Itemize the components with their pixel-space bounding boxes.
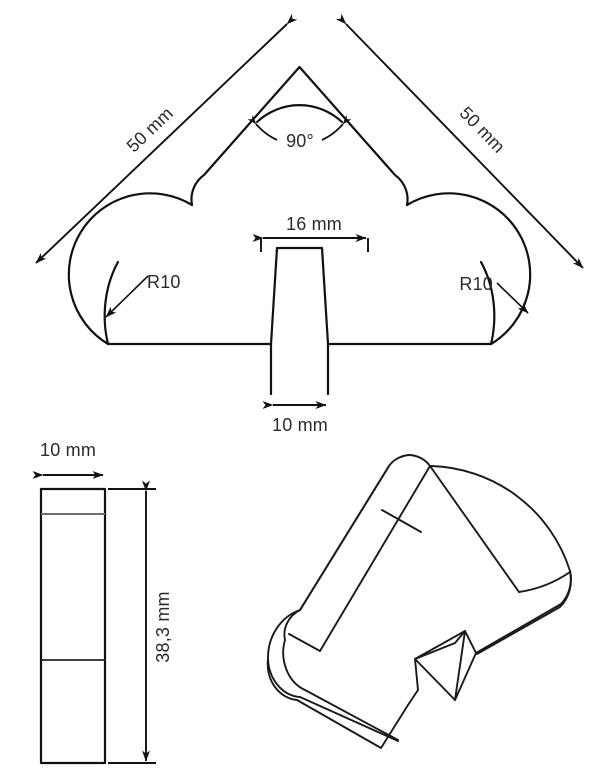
dim-label-10mm-slot: 10 mm (272, 415, 328, 435)
top-view-left-fillet-arc (103, 260, 120, 346)
iso-nose-outer-silhouette (476, 570, 572, 655)
callout-r10-right: R10 (459, 274, 529, 314)
iso-right-apex-curve (518, 571, 571, 593)
leader-line-r10-right (496, 282, 529, 314)
angle-arc-left (247, 114, 278, 141)
top-view-right-fillet-arc (479, 260, 496, 346)
angle-arc-right (321, 114, 352, 141)
dimension-right-50mm: 50 mm (335, 13, 584, 269)
top-view: 50 mm 50 mm 90° 16 mm (35, 13, 584, 435)
dim-label-38-3mm: 38,3 mm (153, 591, 173, 662)
iso-top-face-fill (300, 452, 584, 639)
isometric-view (266, 452, 584, 749)
iso-upper-left-thickness-edge (381, 509, 422, 533)
callout-r10-left: R10 (105, 272, 181, 318)
dim-line-left-50mm (35, 13, 298, 264)
iso-left-thickness-edge (288, 633, 321, 652)
dim-label-r10-right: R10 (459, 274, 493, 294)
dimension-apex-angle: 90° (247, 114, 352, 151)
iso-front-bottom-edge (296, 699, 409, 749)
dim-label-right-50mm: 50 mm (456, 103, 509, 157)
dim-label-apex-angle: 90° (286, 131, 314, 151)
iso-notch-inner-v (414, 630, 466, 701)
dimension-side-height-38-3mm: 38,3 mm (108, 480, 173, 764)
iso-left-lobe-bottom (267, 658, 399, 742)
top-view-slot (269, 342, 330, 396)
leader-line-r10-left (105, 275, 149, 318)
iso-right-side-face-edge (454, 652, 477, 701)
dimension-slot-top-16mm: 16 mm (252, 214, 369, 252)
top-view-apex-arc (255, 104, 344, 124)
iso-notch (407, 630, 477, 706)
dim-line-right-50mm (335, 13, 584, 269)
dim-label-left-50mm: 50 mm (123, 103, 177, 156)
iso-left-side-face (282, 609, 399, 741)
top-view-part-outline (67, 65, 532, 346)
side-view: 10 mm 38,3 mm (32, 440, 173, 765)
iso-top-ridge (429, 465, 571, 572)
dimension-left-50mm: 50 mm (35, 13, 298, 264)
iso-top-inner-ridge (319, 465, 431, 652)
iso-notch-outline (407, 630, 477, 706)
dimension-side-width-10mm: 10 mm (32, 440, 104, 479)
dim-label-16mm: 16 mm (286, 214, 342, 234)
side-view-body (39, 487, 107, 765)
iso-left-outer-silhouette (266, 465, 390, 701)
dim-label-r10-left: R10 (147, 272, 181, 292)
dimension-slot-bottom-10mm: 10 mm (262, 401, 328, 435)
dim-label-side-10mm: 10 mm (40, 440, 96, 460)
